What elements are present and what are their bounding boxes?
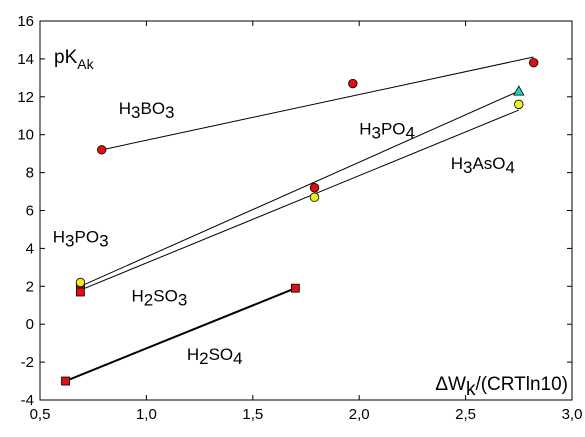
y-tick-label: 12 [17, 89, 34, 106]
y-tick-label: 2 [26, 278, 34, 295]
plot-frame [39, 20, 573, 401]
x-axis-label: ΔWk/(CRTln10) [435, 374, 568, 400]
fit-lines-group [65, 56, 534, 382]
data-point-square [61, 376, 70, 386]
tick-labels-group: -4 -2 0 2 4 6 8 10 12 14 16 0,5 1,0 1,5 2,0 2,5 3,0 [17, 13, 582, 423]
annotation-h2so4: H2SO4 [187, 345, 243, 368]
y-tick-label: 8 [26, 165, 34, 182]
data-point-square [290, 283, 300, 293]
annotation-h3aso4: H3AsO4 [451, 154, 515, 177]
y-axis-label: pKAk [54, 47, 95, 72]
data-point-circle [97, 145, 107, 155]
x-tick-label: 0,5 [30, 406, 51, 423]
y-tick-label: 10 [17, 127, 34, 144]
data-point-square [76, 287, 85, 297]
fit-line [101, 56, 534, 151]
annotation-h3po3: H3PO3 [53, 228, 109, 251]
y-tick-label: 16 [17, 13, 34, 30]
y-tick-label: 0 [26, 316, 34, 333]
data-point-circle [75, 277, 86, 288]
y-tick-label: 4 [26, 240, 34, 257]
y-tick-label: 6 [26, 203, 34, 220]
data-point-circle [528, 57, 539, 68]
annotation-h3po4: H3PO4 [359, 120, 415, 143]
data-points-group [61, 57, 539, 386]
fit-line [80, 109, 519, 291]
data-point-circle [309, 192, 320, 202]
x-tick-label: 1,0 [136, 406, 157, 423]
x-tick-label: 1,5 [242, 406, 263, 423]
data-point-triangle [513, 85, 525, 96]
x-tick-label: 2,0 [349, 406, 370, 423]
x-tick-label: 3,0 [562, 406, 583, 423]
data-point-circle [514, 99, 524, 110]
fit-line [80, 90, 520, 287]
annotation-h2so3: H2SO3 [132, 286, 188, 309]
y-tick-label: -4 [21, 392, 34, 409]
fit-line [65, 287, 296, 382]
data-point-circle [309, 183, 320, 193]
data-point-circle [348, 78, 358, 89]
y-tick-label: 14 [17, 51, 34, 68]
y-tick-label: -2 [21, 354, 34, 371]
annotation-h3bo3: H3BO3 [119, 99, 175, 122]
axes-group [39, 20, 573, 401]
x-tick-label: 2,5 [455, 406, 476, 423]
